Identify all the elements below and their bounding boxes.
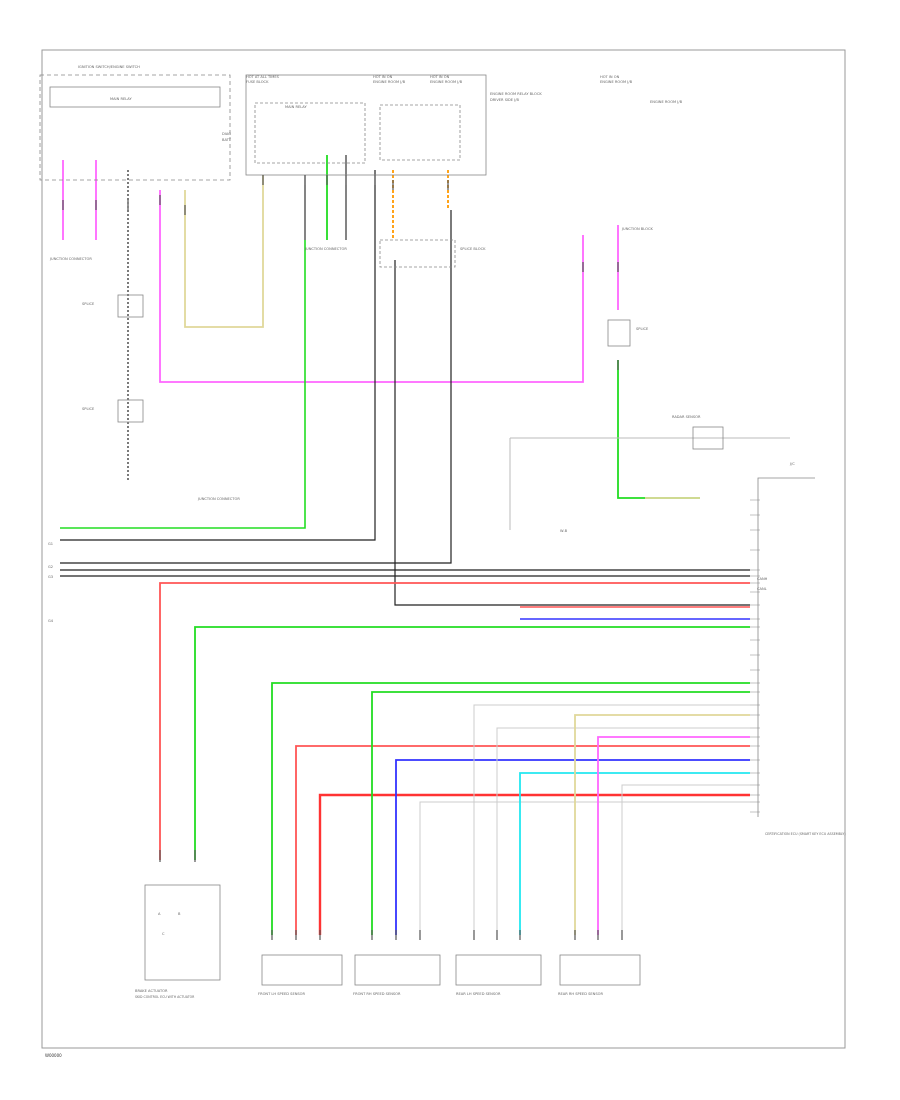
label-wire-code: W-B — [560, 529, 568, 533]
sensor-top-box — [692, 426, 724, 450]
label-conn-b: JUNCTION CONNECTOR — [304, 247, 347, 251]
speed-sensor-box-3 — [455, 954, 542, 986]
label-ground-1: G1 — [48, 542, 53, 546]
ignition-switch-bar — [49, 86, 221, 108]
relay-block — [245, 74, 487, 176]
wire-pink-g4 — [597, 736, 750, 935]
label-pin-a: A — [158, 912, 161, 916]
label-bottom-first-sub: SKID CONTROL ECU WITH ACTUATOR — [135, 995, 195, 999]
label-fuse-c: HOT IN ON — [430, 75, 450, 79]
label-conn-a: JUNCTION CONNECTOR — [49, 257, 92, 261]
label-bottom-4: REAR RH SPEED SENSOR — [558, 992, 603, 996]
label-ground-2: G2 — [48, 565, 53, 569]
label-conn-c: JUNCTION CONNECTOR — [197, 497, 240, 501]
label-top-left-header: IGNITION SWITCH/ENGINE SWITCH — [78, 65, 140, 69]
label-ground-3: G3 — [48, 575, 53, 579]
label-fuse-a: HOT AT ALL TIMES — [246, 75, 280, 79]
wire-yellow-loop — [184, 175, 264, 328]
main-relay — [254, 102, 366, 164]
label-splice-right: JUNCTION BLOCK — [621, 227, 653, 231]
label-ground-4: G4 — [48, 619, 54, 623]
label-fuse-d: HOT IN ON — [600, 75, 620, 79]
label-fuse-sub-d: ENGINE ROOM J/B — [600, 80, 633, 84]
wire-green-g1 — [271, 682, 750, 935]
speed-sensor-box-4 — [559, 954, 641, 986]
label-bottom-first: BRAKE ACTUATOR — [135, 989, 168, 993]
label-info-1: ENGINE ROOM RELAY BLOCK — [490, 92, 542, 96]
wire-green-long — [194, 626, 750, 860]
brake-actuator-box — [144, 884, 221, 981]
splice-box-right — [607, 319, 631, 347]
wire-red-g1b — [318, 793, 750, 935]
label-pin-c: C — [162, 932, 165, 936]
connector-pins — [62, 175, 623, 940]
label-splice-2: SPLICE — [82, 302, 95, 306]
wires — [60, 155, 790, 935]
splice-box-3 — [117, 399, 144, 423]
label-sw-left-2: BATT — [222, 138, 232, 142]
label-module-name: CERTIFICATION ECU (SMART KEY ECU ASSEMBL… — [765, 832, 846, 836]
label-terminal-block: J/C — [789, 462, 795, 466]
label-sensor-top: RADAR SENSOR — [672, 415, 701, 419]
wire-black-mid-a — [60, 170, 376, 541]
wire-green-mid — [60, 240, 306, 529]
label-relay-box: MAIN RELAY — [110, 97, 132, 101]
label-pin-b: B — [178, 912, 181, 916]
splice-box-2 — [117, 294, 144, 318]
wire-gray-g3a — [473, 704, 750, 935]
speed-sensor-box-1 — [261, 954, 343, 986]
label-fuse-sub-b: ENGINE ROOM J/B — [373, 80, 406, 84]
wire-red-g1 — [295, 745, 750, 935]
wire-green-right — [617, 360, 700, 499]
label-splice-1: SPLICE BLOCK — [460, 247, 486, 251]
label-bottom-1: FRONT LH SPEED SENSOR — [258, 992, 306, 996]
label-bottom-3: REAR LH SPEED SENSOR — [456, 992, 501, 996]
label-can-h: CANH — [757, 577, 768, 581]
label-splice-3: SPLICE — [82, 407, 95, 411]
speed-sensor-box-2 — [354, 954, 441, 986]
wire-yellow-g4 — [574, 714, 750, 935]
label-fuse-sub-c: ENGINE ROOM J/B — [430, 80, 463, 84]
wire-black-vert — [394, 260, 750, 606]
label-splice-4: SPLICE — [636, 327, 649, 331]
footer-code: W00000 — [45, 1053, 62, 1058]
label-bottom-2: FRONT RH SPEED SENSOR — [353, 992, 401, 996]
ecu-terminal-block — [757, 477, 815, 817]
wire-gray-g2 — [419, 801, 750, 935]
ignition-switch-outer — [39, 74, 231, 181]
label-can-l: CANL — [757, 587, 767, 591]
wire-pink-loop — [159, 190, 584, 383]
splice-box-1 — [379, 239, 456, 268]
labels: IGNITION SWITCH/ENGINE SWITCH MAIN RELAY… — [48, 65, 846, 999]
label-main-relay: MAIN RELAY — [285, 105, 307, 109]
label-info-2: DRIVER SIDE J/B — [490, 98, 519, 102]
wire-blue-g2 — [395, 759, 750, 935]
label-sw-left-1: DIAG — [222, 132, 231, 136]
label-fuse-sub-a: FUSE BLOCK — [246, 80, 269, 84]
label-fuse-b: HOT IN ON — [373, 75, 393, 79]
diagram-frame — [41, 49, 846, 1049]
wire-black-mid-b — [60, 210, 452, 564]
relay-inner — [379, 104, 461, 161]
label-info-3: ENGINE ROOM J/B — [650, 100, 683, 104]
wire-green-g2 — [371, 691, 750, 935]
wire-gray-g4 — [621, 784, 750, 935]
ecu-pin-stubs — [750, 499, 760, 813]
components — [39, 74, 815, 986]
wire-red-long — [159, 582, 750, 860]
wire-gray-g3b — [496, 727, 750, 935]
wire-cyan-g3 — [519, 772, 750, 935]
